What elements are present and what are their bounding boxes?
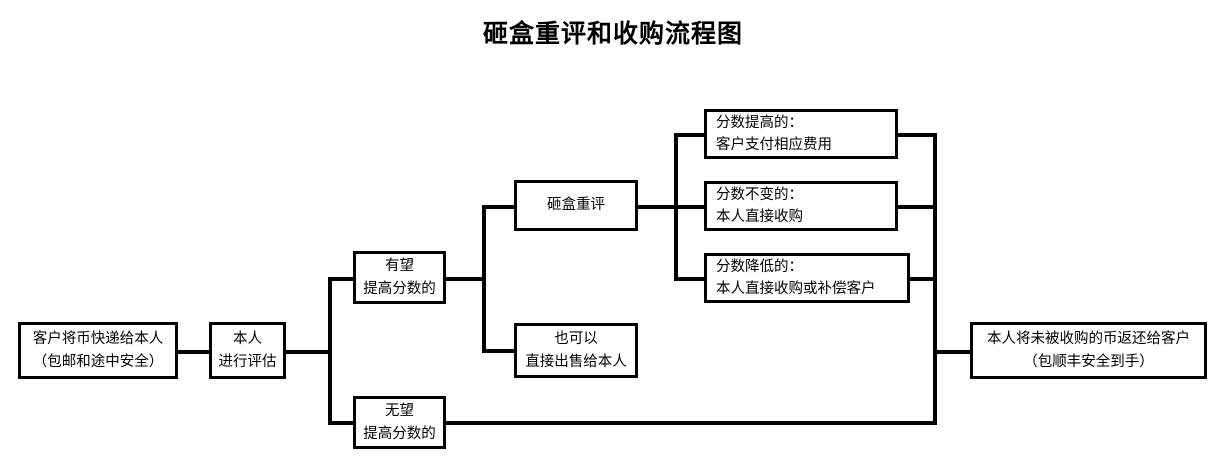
edge-fan-to-score-down (674, 277, 706, 281)
edge-intake-to-appraise (178, 350, 212, 354)
node-direct-sell-line1: 也可以 (554, 331, 598, 348)
node-return-coins-line1: 本人将未被收购的币返还给客户 (987, 331, 1190, 348)
node-appraise-line2: 进行评估 (218, 353, 277, 370)
node-score-up-line1: 分数提高的： (716, 114, 803, 131)
node-score-down-line2: 本人直接收购或补偿客户 (716, 281, 876, 297)
node-score-same[interactable]: 分数不变的： 本人直接收购 (704, 181, 898, 231)
edge-appraise-out (285, 350, 332, 354)
node-score-down-line1: 分数降低的： (716, 258, 803, 275)
edge-split-to-hopeless (328, 421, 355, 425)
edge-collector-to-return (933, 350, 972, 354)
node-intake[interactable]: 客户将币快递给本人 （包邮和途中安全） (18, 322, 178, 379)
node-hopeful[interactable]: 有望 提高分数的 (353, 251, 446, 304)
edge-fan-to-score-same (674, 205, 706, 209)
node-score-up-line2: 客户支付相应费用 (716, 137, 832, 153)
node-appraise[interactable]: 本人 进行评估 (209, 322, 286, 379)
page-title: 砸盒重评和收购流程图 (482, 19, 743, 48)
node-regrade-line1: 砸盒重评 (547, 197, 605, 214)
node-score-same-line2: 本人直接收购 (716, 209, 803, 225)
edge-regrade-out (637, 205, 678, 209)
node-direct-sell[interactable]: 也可以 直接出售给本人 (514, 323, 638, 378)
edge-hopeless-out (445, 421, 937, 425)
edge-score-down-out (908, 277, 937, 281)
edge-collector-trunk (933, 133, 937, 425)
node-score-same-line1: 分数不变的： (716, 186, 803, 203)
edge-split-trunk-2 (482, 205, 486, 353)
node-score-up[interactable]: 分数提高的： 客户支付相应费用 (704, 109, 898, 159)
node-intake-line1: 客户将币快递给本人 (32, 331, 164, 348)
node-intake-line2: （包邮和途中安全） (32, 353, 164, 370)
edge-fan-to-score-up (674, 133, 706, 137)
edge-split-to-hopeful (328, 277, 355, 281)
node-appraise-line1: 本人 (233, 331, 262, 348)
edge-score-same-out (896, 205, 937, 209)
node-regrade[interactable]: 砸盒重评 (514, 180, 638, 231)
edge-split-to-regrade (482, 205, 516, 209)
edge-hopeful-out (445, 277, 486, 281)
node-hopeless-line1: 无望 (385, 403, 414, 420)
node-score-down[interactable]: 分数降低的： 本人直接收购或补偿客户 (704, 253, 910, 303)
edge-score-up-out (896, 133, 937, 137)
node-hopeful-line2: 提高分数的 (363, 280, 436, 297)
edge-split-trunk-1 (328, 277, 332, 425)
node-hopeless-line2: 提高分数的 (363, 425, 436, 442)
node-return-coins-line2: （包顺丰安全到手） (1023, 353, 1154, 370)
node-return-coins[interactable]: 本人将未被收购的币返还给客户 （包顺丰安全到手） (970, 322, 1207, 379)
node-hopeless[interactable]: 无望 提高分数的 (353, 396, 446, 449)
edge-split-to-direct-sell (482, 349, 516, 353)
node-direct-sell-line2: 直接出售给本人 (525, 353, 627, 370)
node-hopeful-line1: 有望 (385, 258, 414, 275)
